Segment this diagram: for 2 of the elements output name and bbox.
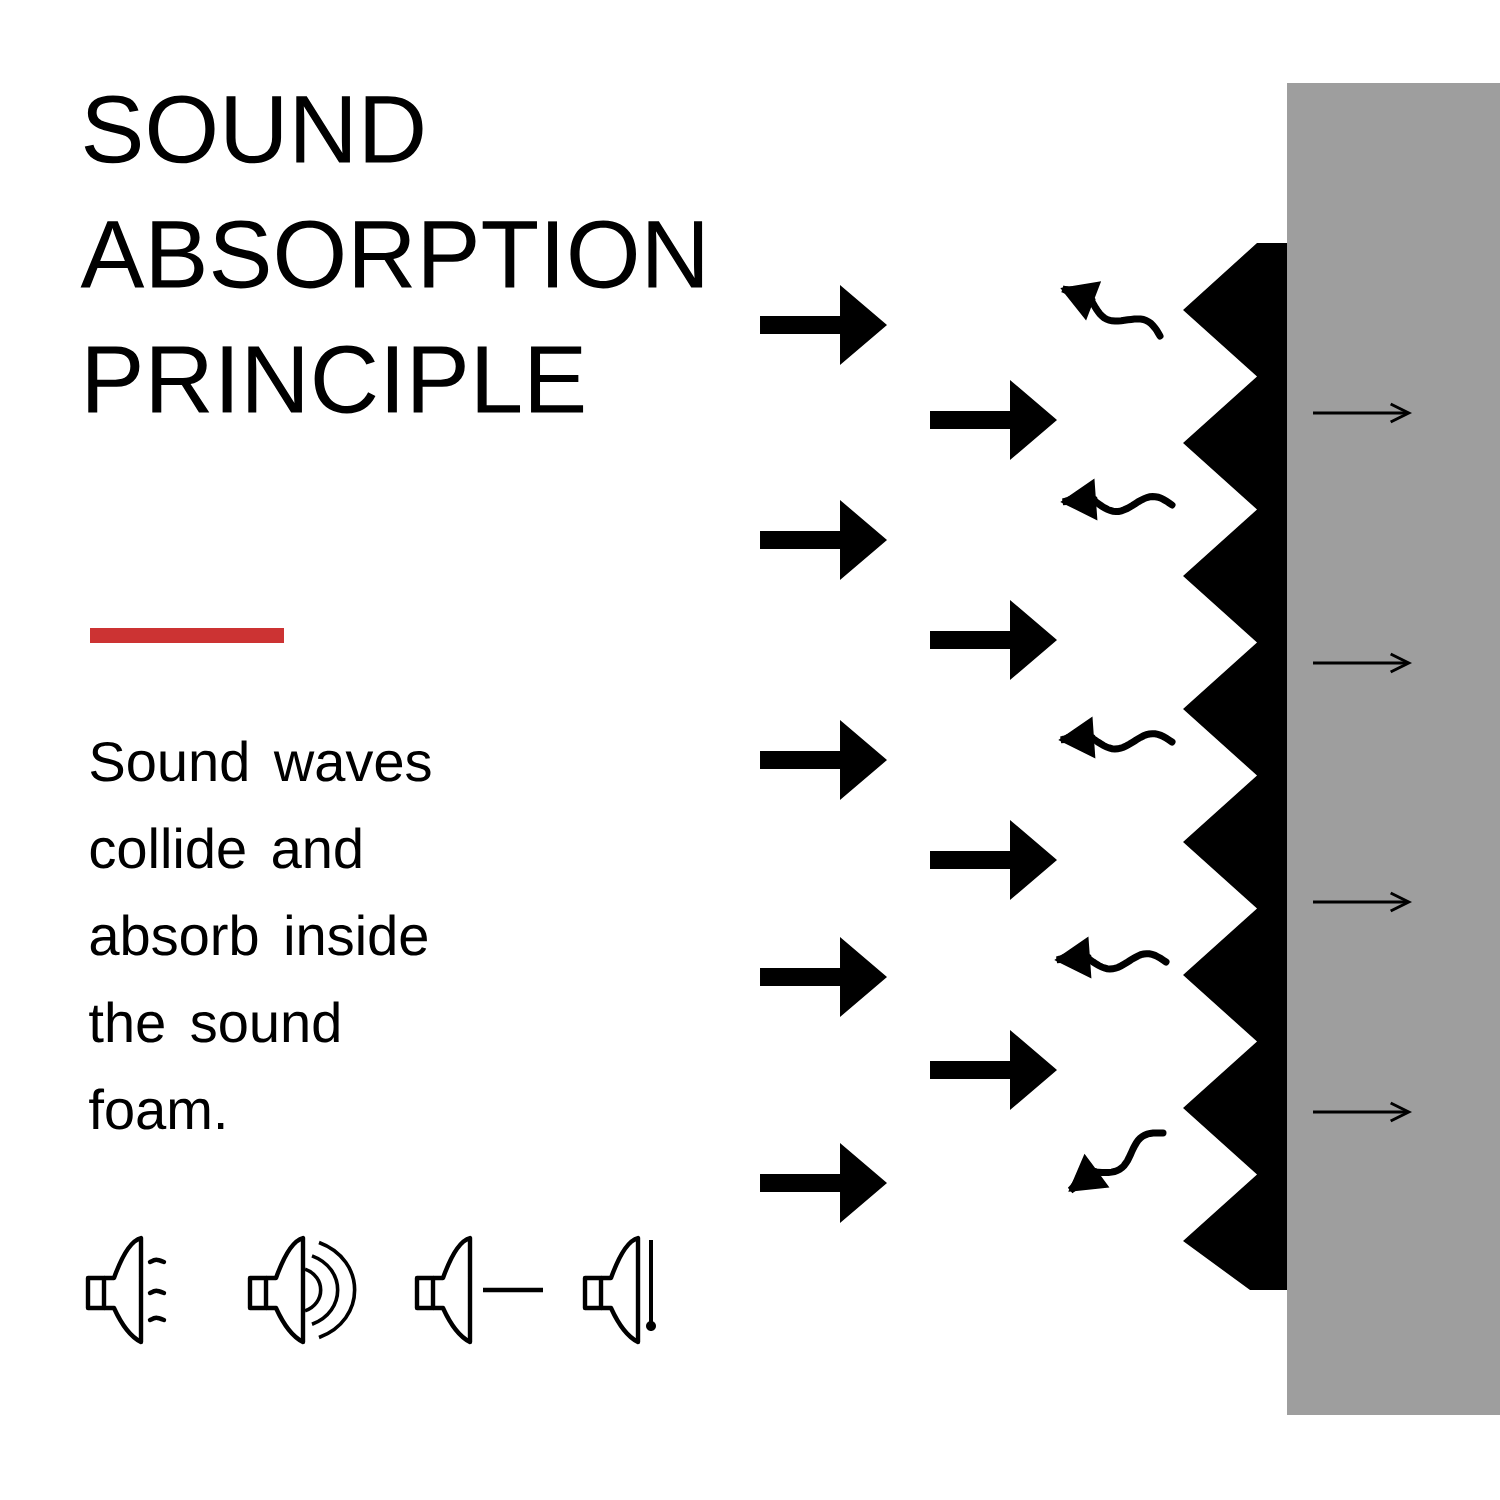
description-text: Sound waves collide and absorb inside the sound foam. [89,740,431,1130]
title: SOUND ABSORPTION PRINCIPLE [80,95,703,414]
